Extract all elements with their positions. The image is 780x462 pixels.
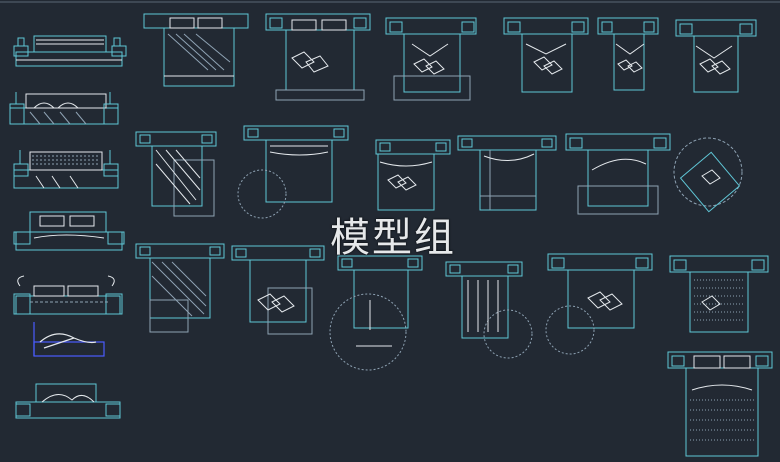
- bed-plan-icon[interactable]: [231, 245, 325, 335]
- bed-plan-icon[interactable]: [503, 17, 589, 93]
- page-title: 模型组: [330, 215, 456, 261]
- round-rug-icon: [545, 305, 595, 355]
- bed-plan-icon[interactable]: [675, 19, 757, 93]
- bed-plan-icon[interactable]: [135, 243, 225, 333]
- bed-elevation-icon[interactable]: [9, 92, 119, 125]
- bed-plan-icon[interactable]: [143, 13, 249, 87]
- bed-plan-icon[interactable]: [669, 255, 769, 333]
- bed-elevation-icon[interactable]: [15, 383, 121, 419]
- bed-plan-icon[interactable]: [265, 13, 371, 101]
- round-rug-icon: [329, 293, 407, 371]
- bed-elevation-icon[interactable]: [13, 275, 123, 315]
- bed-plan-icon[interactable]: [565, 133, 671, 215]
- bed-plan-icon[interactable]: [597, 17, 659, 91]
- bed-plan-icon[interactable]: [375, 139, 451, 211]
- bed-plan-icon[interactable]: [385, 17, 477, 101]
- round-rug-icon: [237, 169, 287, 219]
- bed-elevation-icon[interactable]: [13, 150, 119, 189]
- bed-plan-icon[interactable]: [667, 351, 773, 457]
- bed-elevation-icon[interactable]: [33, 322, 105, 357]
- bed-plan-icon[interactable]: [545, 253, 653, 355]
- round-rug-icon: [673, 137, 743, 207]
- bed-plan-icon[interactable]: [457, 135, 557, 211]
- bed-plan-icon[interactable]: [237, 125, 349, 219]
- bed-elevation-icon[interactable]: [13, 211, 125, 251]
- bed-plan-icon[interactable]: [329, 255, 423, 371]
- round-rug-icon: [483, 309, 533, 359]
- bed-plan-icon[interactable]: [135, 131, 217, 217]
- bed-plan-icon[interactable]: [445, 261, 533, 359]
- bed-elevation-icon[interactable]: [13, 35, 127, 67]
- bed-plan-icon[interactable]: [673, 137, 743, 213]
